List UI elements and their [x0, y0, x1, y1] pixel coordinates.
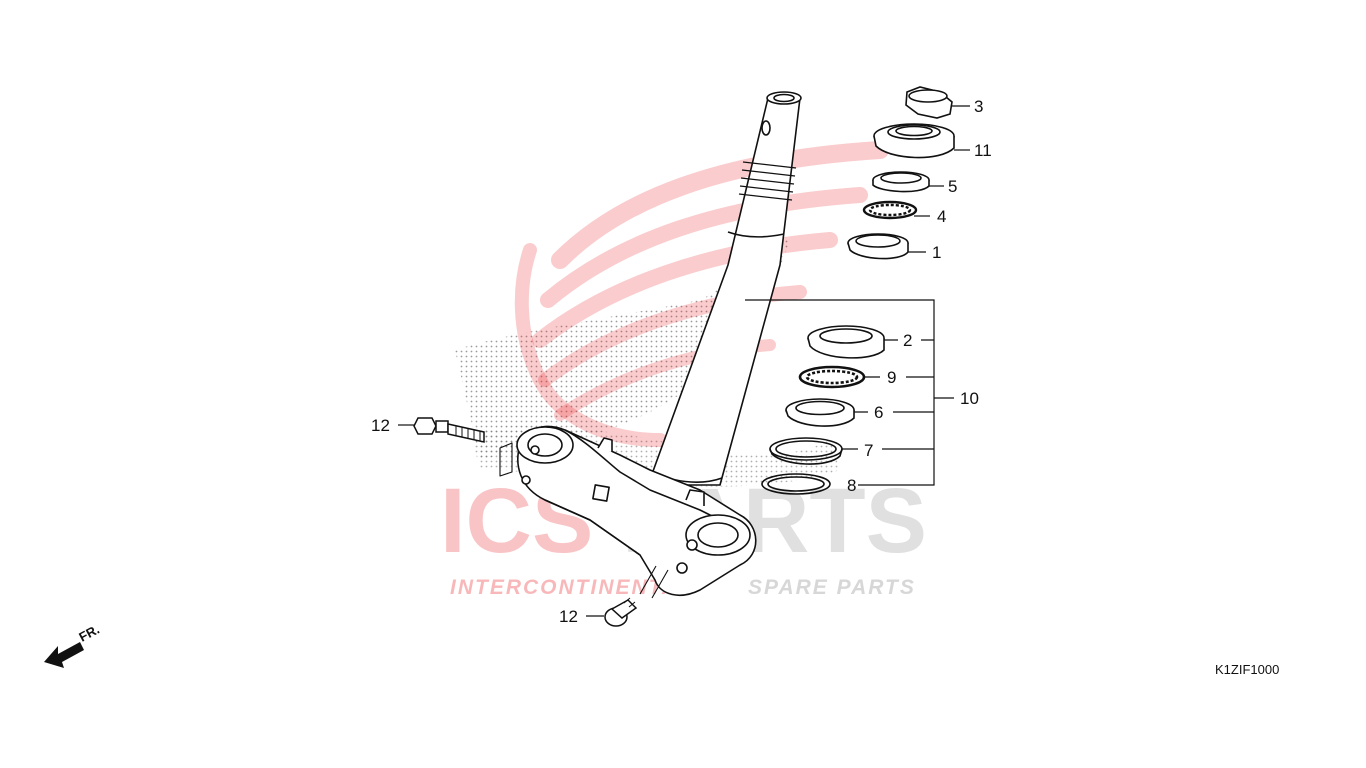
callout-12-lower: 12 [559, 607, 578, 626]
part-4-upper-ball-race [862, 200, 918, 220]
watermark-wing-logo [514, 141, 889, 447]
callout-9: 9 [887, 368, 896, 387]
part-3-lock-nut [905, 86, 953, 119]
bolt-lower [604, 597, 638, 627]
watermark-wing-dots [455, 225, 790, 460]
part-1-upper-outer-race [847, 233, 909, 260]
stem-tube-top [766, 91, 802, 105]
callout-6: 6 [874, 403, 883, 422]
bottom-bridge [517, 425, 757, 596]
callout-1: 1 [932, 243, 941, 262]
figure-code: K1ZIF1000 [1215, 662, 1279, 677]
arrow-icon [44, 642, 84, 668]
steering-stem [499, 91, 802, 599]
part-5-dust-seal [872, 171, 930, 193]
callout-5: 5 [948, 177, 957, 196]
callout-11: 11 [974, 141, 992, 160]
part-2-lower-outer-race [807, 325, 885, 359]
watermark-tagline-right: SPARE PARTS [748, 576, 916, 599]
part-8-washer [761, 473, 831, 495]
part-11-adjusting-nut [873, 123, 955, 159]
callout-2: 2 [903, 331, 912, 350]
callout-8: 8 [847, 476, 856, 495]
callouts: 3 11 5 4 1 2 9 6 7 8 10 12 12 [371, 97, 992, 626]
watermark-tagline-left: INTERCONTINENTAL [450, 576, 694, 599]
callout-3: 3 [974, 97, 983, 116]
callout-12-upper: 12 [371, 416, 390, 435]
front-label: FR. [76, 622, 102, 645]
stem-threads [738, 161, 797, 201]
bolt-upper [413, 417, 485, 443]
callout-10: 10 [960, 389, 979, 408]
front-direction-arrow: FR. [44, 622, 102, 668]
part-6-lower-inner-race [785, 398, 855, 427]
callout-7: 7 [864, 441, 873, 460]
part-9-lower-ball-race [798, 365, 866, 389]
leader-lines [398, 105, 970, 617]
callout-4: 4 [937, 207, 946, 226]
stem-tube-hole [761, 120, 771, 136]
